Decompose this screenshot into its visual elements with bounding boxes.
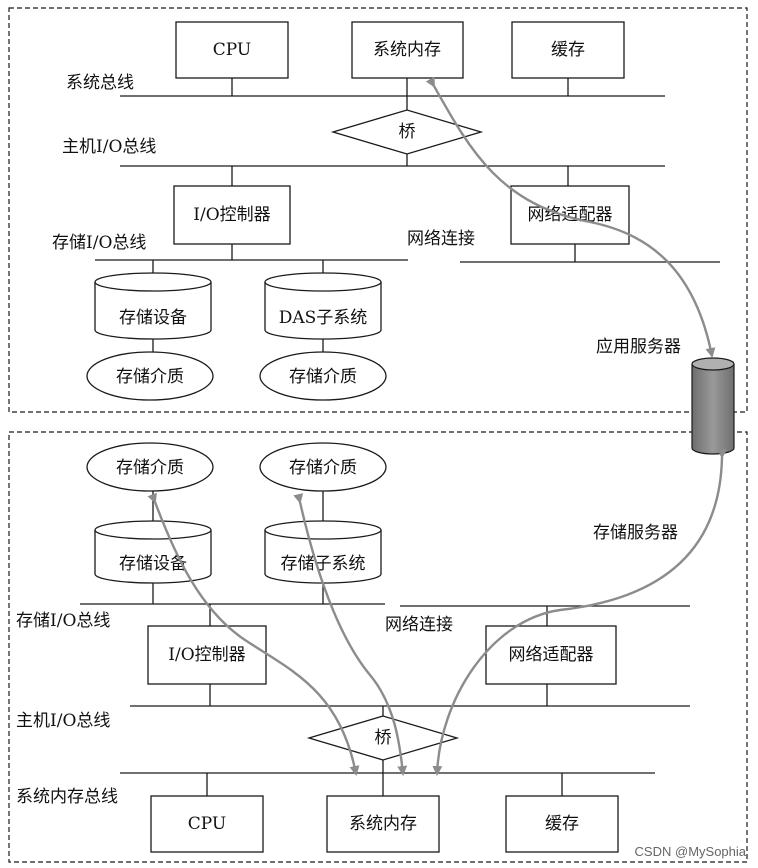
bottom-media-left — [86, 442, 214, 492]
server-cylinder — [691, 357, 735, 455]
flow-arrow-server-to-bottom-memory — [432, 448, 728, 776]
bottom-memory-label: 系统内存 — [349, 814, 417, 834]
top-memory-label: 系统内存 — [373, 40, 441, 60]
top-cache-box — [511, 21, 625, 79]
bottom-host-frame — [8, 431, 748, 863]
top-media-right — [259, 351, 387, 401]
top-network-link-label: 网络连接 — [407, 229, 475, 249]
bottom-cpu-box — [150, 795, 264, 853]
top-cpu-box — [175, 21, 289, 79]
bottom-storage-device-label: 存储设备 — [119, 554, 187, 574]
top-cpu-label: CPU — [213, 40, 251, 60]
bottom-io-controller-label: I/O控制器 — [168, 645, 245, 665]
bottom-media-right — [259, 442, 387, 492]
top-system-bus-label: 系统总线 — [66, 73, 134, 93]
bottom-media-left-label: 存储介质 — [116, 458, 184, 478]
top-das-subsystem-cylinder — [264, 272, 382, 340]
top-media-left-label: 存储介质 — [116, 367, 184, 387]
top-storage-device-label: 存储设备 — [119, 308, 187, 328]
bottom-media-right-label: 存储介质 — [289, 458, 357, 478]
bottom-network-link-label: 网络连接 — [385, 615, 453, 635]
top-media-left — [86, 351, 214, 401]
top-memory-box — [351, 21, 464, 79]
top-host-io-bus-label: 主机I/O总线 — [62, 137, 156, 157]
bottom-storage-io-bus-label: 存储I/O总线 — [16, 611, 110, 631]
bottom-host-io-bus-label: 主机I/O总线 — [16, 711, 110, 731]
top-io-controller-box — [173, 185, 291, 245]
top-io-controller-label: I/O控制器 — [193, 205, 270, 225]
top-das-subsystem-label: DAS子系统 — [279, 308, 368, 328]
flow-arrow-top-memory-to-server — [425, 76, 716, 358]
bottom-cache-label: 缓存 — [545, 814, 579, 834]
top-storage-io-bus-label: 存储I/O总线 — [52, 233, 146, 253]
flow-arrow-right-media-to-bottom-memory — [293, 493, 408, 776]
app-server-label: 应用服务器 — [596, 337, 681, 357]
top-media-right-label: 存储介质 — [289, 367, 357, 387]
top-network-adapter-label: 网络适配器 — [528, 205, 613, 225]
top-storage-device-cylinder — [94, 272, 212, 340]
storage-server-label: 存储服务器 — [593, 523, 678, 543]
bottom-network-adapter-label: 网络适配器 — [509, 645, 594, 665]
bottom-storage-subsystem-label: 存储子系统 — [281, 554, 366, 574]
bottom-bridge-label: 桥 — [375, 728, 392, 748]
watermark: CSDN @MySophia — [635, 844, 747, 859]
bottom-system-memory-bus-label: 系统内存总线 — [16, 787, 118, 807]
bottom-memory-box — [326, 795, 440, 853]
bottom-cpu-label: CPU — [188, 814, 226, 834]
top-bridge-label: 桥 — [399, 122, 416, 142]
bottom-cache-box — [505, 795, 619, 853]
top-host-frame — [8, 7, 748, 413]
top-cache-label: 缓存 — [551, 40, 585, 60]
